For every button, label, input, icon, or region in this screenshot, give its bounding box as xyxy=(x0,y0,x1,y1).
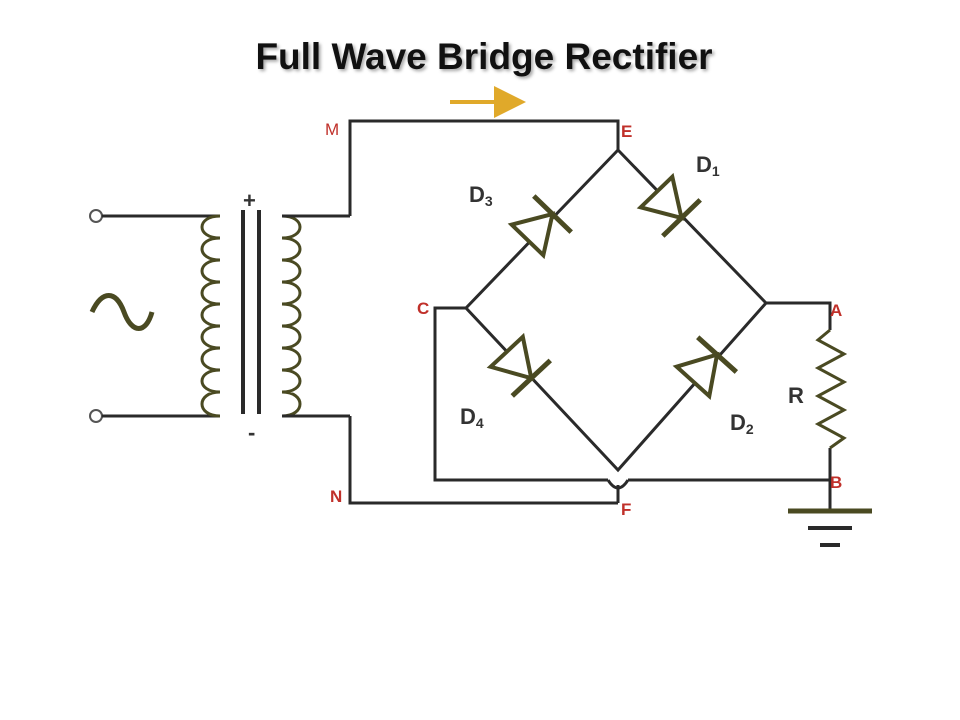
page-title: Full Wave Bridge Rectifier xyxy=(255,36,713,77)
diode-d3-icon xyxy=(507,194,573,260)
ground-icon xyxy=(788,508,872,547)
polarity-plus: + xyxy=(243,188,256,213)
ac-source-icon xyxy=(89,209,220,423)
transformer-icon xyxy=(200,210,350,418)
diode-label-d4: D4 xyxy=(460,404,484,431)
diode-d2-icon xyxy=(672,335,739,400)
node-label-b: B xyxy=(830,473,842,492)
resistor-icon xyxy=(814,328,848,450)
diode-d4-icon xyxy=(486,332,552,398)
diode-label-d1: D1 xyxy=(696,152,720,179)
node-label-e: E xyxy=(621,122,632,141)
node-label-f: F xyxy=(621,500,631,519)
node-label-m: M xyxy=(325,120,339,139)
node-label-c: C xyxy=(417,299,429,318)
resistor-label: R xyxy=(788,383,804,408)
diode-label-d3: D3 xyxy=(469,182,493,209)
polarity-minus: - xyxy=(248,420,255,445)
wires xyxy=(348,119,832,510)
node-label-a: A xyxy=(830,301,842,320)
node-label-n: N xyxy=(330,487,342,506)
diode-d1-icon xyxy=(636,172,702,238)
diode-label-d2: D2 xyxy=(730,410,754,437)
